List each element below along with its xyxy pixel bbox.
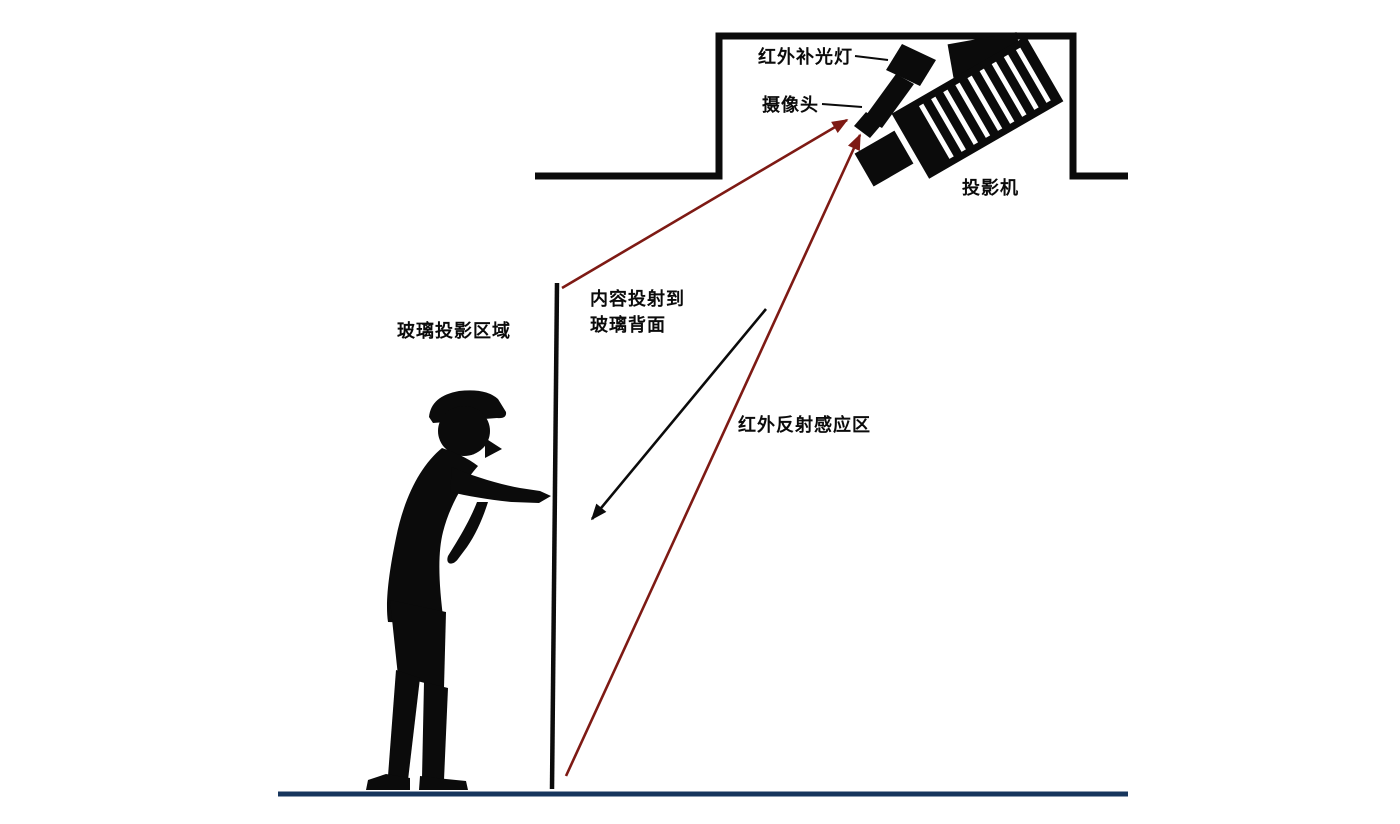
ink-structure-lines bbox=[535, 32, 1128, 790]
camera-shaft bbox=[864, 74, 914, 128]
person-head bbox=[438, 406, 490, 456]
person-back-shin bbox=[388, 670, 420, 780]
label-projector: 投影机 bbox=[962, 177, 1019, 199]
ceiling-alcove-outline bbox=[535, 32, 1128, 180]
glass-panel-line bbox=[549, 282, 560, 790]
label-glass-area: 玻璃投影区域 bbox=[397, 320, 511, 342]
camera-lens-tip bbox=[854, 112, 882, 138]
label-camera: 摄像头 bbox=[762, 94, 819, 116]
ir-reflection-arrows bbox=[561, 118, 862, 777]
person-front-shin bbox=[422, 682, 448, 780]
person-silhouette bbox=[366, 390, 551, 790]
label-content-projection-line2: 玻璃背面 bbox=[590, 314, 666, 336]
diagram-labels: 红外补光灯 摄像头 投影机 玻璃投影区域 内容投射到 玻璃背面 红外反射感应区 bbox=[397, 46, 1019, 436]
projector-lens bbox=[854, 130, 914, 187]
label-ir-fill-light: 红外补光灯 bbox=[758, 46, 853, 68]
camera-leader-line bbox=[821, 103, 863, 108]
person-lower-hand bbox=[447, 502, 488, 564]
camera-ir-device bbox=[854, 44, 936, 138]
ir-light-leader-line bbox=[854, 55, 889, 61]
label-content-projection-line1: 内容投射到 bbox=[590, 288, 685, 310]
projector-vent-stripes bbox=[918, 47, 1051, 159]
projector-body bbox=[891, 36, 1064, 179]
person-pointing-arm bbox=[450, 467, 551, 503]
ir-reflection-arrow-upper bbox=[561, 118, 849, 290]
person-thighs bbox=[390, 600, 446, 688]
projector-assembly bbox=[854, 32, 1064, 187]
ir-reflection-arrow-lower bbox=[564, 133, 862, 777]
label-ir-zone: 红外反射感应区 bbox=[738, 414, 871, 436]
projection-direction-arrow bbox=[590, 308, 768, 521]
person-back-foot bbox=[366, 774, 410, 790]
person-front-foot bbox=[419, 776, 468, 790]
person-nose bbox=[485, 438, 502, 458]
projector-tilted-group bbox=[854, 36, 1064, 187]
